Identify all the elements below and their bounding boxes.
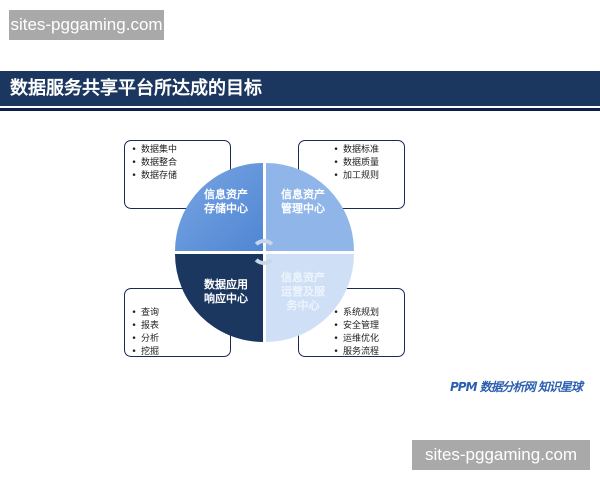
list-item: 挖掘: [127, 346, 230, 359]
quadrant-operation: 信息资产运营及服务中心: [266, 254, 354, 342]
list-item: 运维优化: [329, 333, 404, 346]
list-item: 数据集中: [127, 144, 230, 157]
watermark-bottom: sites-pggaming.com: [412, 440, 590, 470]
list-item: 加工规则: [329, 170, 404, 183]
list-item: 查询: [127, 307, 230, 320]
title-divider: [0, 107, 600, 111]
quadrant-label: 数据应用响应中心: [204, 278, 248, 305]
list-item: 报表: [127, 320, 230, 333]
watermark-top: sites-pggaming.com: [9, 10, 164, 40]
quadrant-label: 信息资产运营及服务中心: [281, 271, 325, 312]
cycle-arrows-icon: [251, 239, 277, 265]
list-item: 系统规划: [329, 307, 404, 320]
quadrant-storage: 信息资产存储中心: [175, 163, 263, 251]
list-item: 数据存储: [127, 170, 230, 183]
list-item: 数据整合: [127, 157, 230, 170]
box-storage-items: 数据集中 数据整合 数据存储: [124, 140, 231, 209]
list-item: 服务流程: [329, 346, 404, 359]
list-item: 安全管理: [329, 320, 404, 333]
quadrant-label: 信息资产管理中心: [281, 188, 325, 215]
quadrant-label: 信息资产存储中心: [204, 188, 248, 215]
slide-title: 数据服务共享平台所达成的目标: [0, 71, 600, 106]
quadrant-circle: 信息资产存储中心 信息资产管理中心 数据应用响应中心 信息资产运营及服务中心: [175, 163, 354, 342]
quadrant-application: 数据应用响应中心: [175, 254, 263, 342]
list-item: 数据标准: [329, 144, 404, 157]
logo: PPM 数据分析网 知识星球: [450, 380, 583, 394]
list-item: 数据质量: [329, 157, 404, 170]
quadrant-management: 信息资产管理中心: [266, 163, 354, 251]
list-item: 分析: [127, 333, 230, 346]
